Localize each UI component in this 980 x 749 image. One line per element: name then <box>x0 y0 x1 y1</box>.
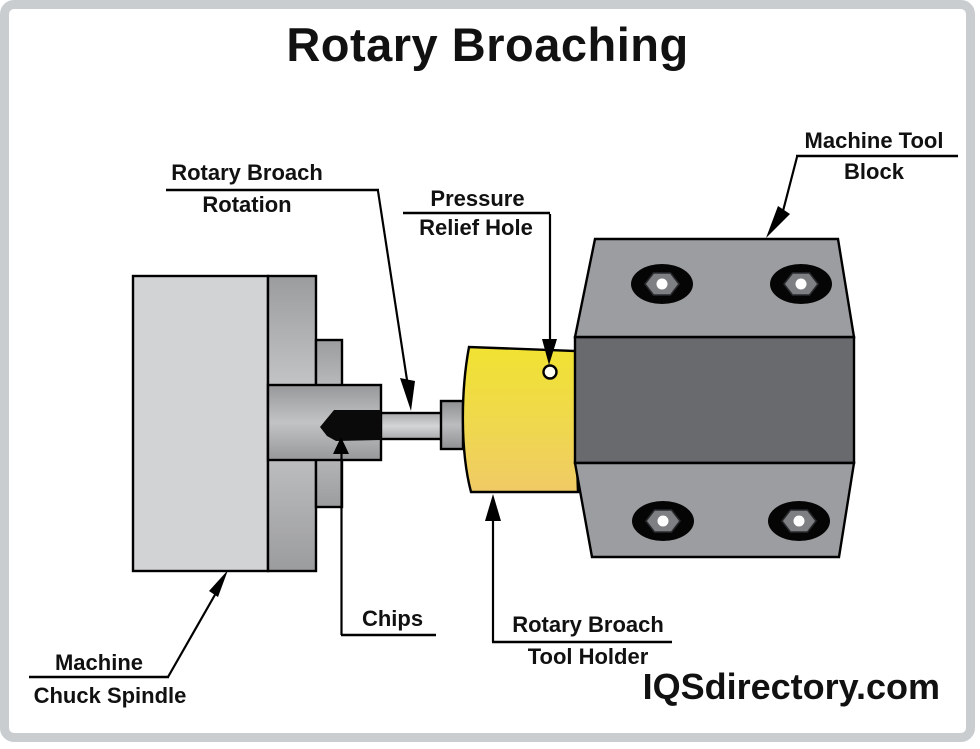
label-rotary-broach-rotation-line2: Rotation <box>202 192 292 217</box>
label-machine-chuck-spindle-line1: Machine <box>54 650 144 675</box>
arrowhead-chips <box>333 437 349 454</box>
label-machine-chuck-spindle-line2: Chuck Spindle <box>33 683 187 708</box>
label-machine-tool-block-line2: Block <box>844 159 904 184</box>
bolt-top-right <box>769 263 833 305</box>
chips-shape <box>320 410 381 441</box>
watermark-text: IQSdirectory.com <box>642 666 940 707</box>
leader-spindle-line <box>167 592 217 678</box>
arrowhead-block <box>766 206 790 238</box>
machine-chuck-spindle-body <box>131 274 270 573</box>
bolt-bottom-left <box>631 500 695 542</box>
tool-block-top-face <box>573 237 856 339</box>
pressure-relief-hole-circle <box>542 364 558 380</box>
rotary-broach-tool-holder-shape <box>461 345 580 494</box>
label-machine-tool-block-line1: Machine Tool <box>804 128 944 153</box>
arrowhead-rotation <box>400 378 415 411</box>
shank-collar <box>439 399 465 451</box>
arrowhead-holder <box>485 494 501 521</box>
label-chips: Chips <box>361 606 424 631</box>
leader-rotation-line <box>376 190 409 381</box>
bolt-bottom-right <box>767 500 831 542</box>
leader-block-line <box>781 156 799 212</box>
arrowhead-spindle <box>209 570 228 597</box>
arrowhead-pressure <box>542 339 557 365</box>
bolt-top-left <box>630 263 694 305</box>
label-rotary-broach-tool-holder-line2: Tool Holder <box>527 644 649 669</box>
page-title: Rotary Broaching <box>286 18 689 71</box>
broach-shank <box>379 411 444 441</box>
label-rotary-broach-tool-holder-line1: Rotary Broach <box>512 612 664 637</box>
tool-block-mid-band <box>573 335 856 465</box>
label-rotary-broach-rotation-line1: Rotary Broach <box>171 160 323 185</box>
label-pressure-relief-hole-line2: Relief Hole <box>419 215 533 240</box>
label-pressure-relief-hole-line1: Pressure <box>430 186 525 211</box>
